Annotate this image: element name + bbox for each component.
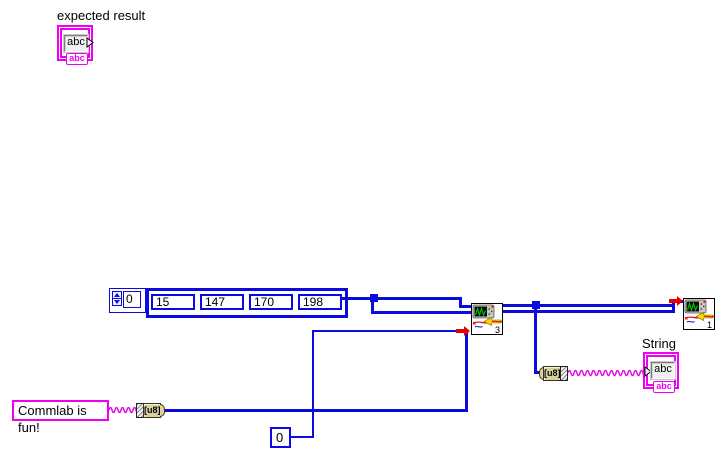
- byte-array-to-string-node[interactable]: [u8]: [539, 366, 569, 383]
- red-entry-arrow: [456, 326, 470, 336]
- wire-subvi3-out-upper[interactable]: [503, 304, 675, 307]
- array-element-2[interactable]: 170: [249, 294, 293, 310]
- string-wire[interactable]: [568, 367, 645, 379]
- wire-junction-dot: [370, 294, 378, 302]
- string-to-byte-array-node[interactable]: [u8]: [136, 403, 166, 419]
- subvi-number: 3: [495, 325, 500, 334]
- wire-array-into-subvi3[interactable]: [459, 305, 472, 308]
- expected-result-type-tag: abc: [66, 53, 88, 65]
- wire-zero-h2[interactable]: [312, 330, 459, 332]
- control-output-arrow-icon: [86, 37, 94, 48]
- wire-array-main[interactable]: [341, 297, 462, 300]
- wire-array-branch-h[interactable]: [371, 311, 471, 314]
- down-arrow-icon: [114, 300, 120, 304]
- wire-array-elbow[interactable]: [459, 297, 462, 308]
- wire-zero-h1[interactable]: [291, 436, 314, 438]
- string-indicator-abc-field[interactable]: abc: [651, 362, 675, 379]
- wire-array-branch-v[interactable]: [371, 299, 374, 313]
- oscilloscope-icon: 1: [684, 299, 715, 330]
- wire-subvi3-out-lower[interactable]: [503, 310, 674, 313]
- node-end-cap: [160, 404, 165, 417]
- expected-result-string-control[interactable]: abc abc: [57, 25, 94, 65]
- byte-array-constant[interactable]: 15 147 170 198: [146, 288, 348, 318]
- array-element-0[interactable]: 15: [151, 294, 195, 310]
- wire-string-bytes-h[interactable]: [164, 409, 468, 412]
- string-hatch-icon: [560, 366, 568, 381]
- wire-string-bytes-v[interactable]: [465, 330, 468, 412]
- oscilloscope-icon: 3: [472, 304, 503, 335]
- u8-label: [u8]: [143, 403, 161, 418]
- expected-result-abc-field[interactable]: abc: [64, 35, 88, 52]
- array-element-3[interactable]: 198: [298, 294, 342, 310]
- node-end-cap: [539, 367, 544, 380]
- u8-label: [u8]: [543, 366, 561, 381]
- string-indicator-label: String: [642, 336, 676, 351]
- string-wire[interactable]: [109, 404, 137, 416]
- red-entry-arrow: [669, 296, 683, 306]
- array-index-display[interactable]: 0: [109, 288, 146, 313]
- subvi-number: 1: [707, 320, 712, 329]
- wire-subvi1-entry-v[interactable]: [672, 300, 675, 313]
- wire-zero-v[interactable]: [312, 330, 314, 438]
- subvi-untitled-3-node[interactable]: 3: [471, 303, 503, 335]
- index-down-button[interactable]: [112, 298, 122, 306]
- string-indicator-type-tag: abc: [653, 381, 675, 393]
- commlab-string-constant[interactable]: Commlab is fun!: [12, 400, 109, 435]
- zero-numeric-constant[interactable]: 0: [270, 427, 291, 448]
- array-element-1[interactable]: 147: [200, 294, 244, 310]
- wire-into-converter[interactable]: [534, 371, 541, 374]
- array-index-stepper[interactable]: [112, 291, 122, 308]
- array-index-value[interactable]: 0: [123, 291, 141, 308]
- string-indicator[interactable]: abc abc: [643, 352, 679, 393]
- subvi-untitled-1-node[interactable]: 1: [683, 298, 715, 330]
- up-arrow-icon: [114, 293, 120, 297]
- expected-result-label: expected result: [57, 8, 146, 23]
- wire-branch-to-converter[interactable]: [534, 304, 537, 374]
